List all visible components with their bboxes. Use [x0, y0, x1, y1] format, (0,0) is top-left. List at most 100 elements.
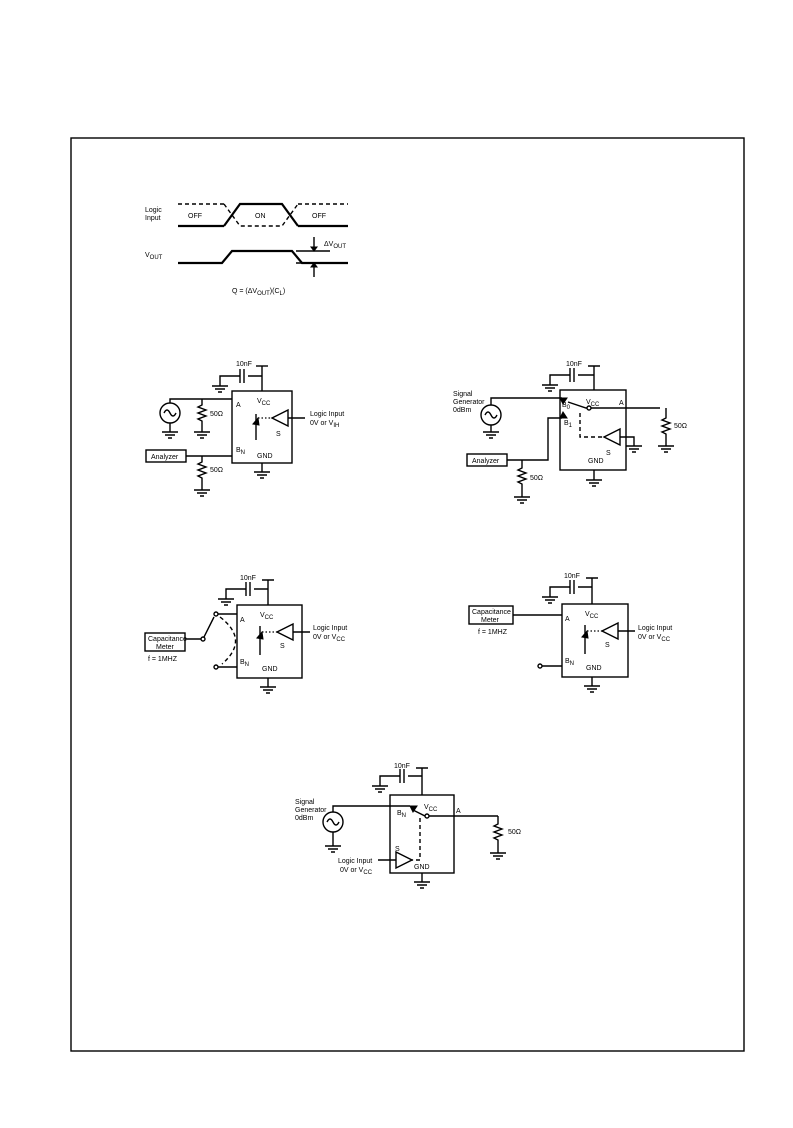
- c1-cap-ground: [212, 385, 228, 393]
- c4-a-label: A: [565, 616, 570, 623]
- c2-sine-icon: [484, 411, 498, 419]
- c3-s-label: S: [280, 643, 285, 650]
- c5-gen-label-2: Generator: [295, 807, 327, 814]
- c1-box-ground: [254, 463, 270, 479]
- c2-load-label: 50Ω: [674, 423, 687, 430]
- c3-selector-pivot: [200, 636, 206, 642]
- c5-cap: [379, 769, 422, 786]
- c2-vcc-line: [588, 365, 600, 390]
- c1-cap-label: 10nF: [236, 361, 252, 368]
- c1-s-label: S: [276, 431, 281, 438]
- page-frame: [70, 137, 745, 1052]
- c4-vcc-line: [586, 577, 598, 604]
- c2-b0-label: B0: [562, 402, 571, 411]
- c2-cap: [549, 368, 594, 385]
- delta-vout-arrowheads: [310, 246, 318, 268]
- c5-load-resistor: [490, 816, 506, 860]
- c1-r2-label: 50Ω: [210, 467, 223, 474]
- c4-s-label: S: [605, 642, 610, 649]
- circuit-5: 10nF BN VCC A S GND Logic Input 0V or VC…: [295, 763, 521, 889]
- c5-cap-ground: [372, 785, 388, 793]
- c3-switch-contact: [256, 630, 264, 640]
- off-label-2: OFF: [312, 213, 326, 220]
- c3-terminal-wires: [216, 613, 237, 668]
- c2-switch-node: [586, 405, 592, 411]
- c2-gen-label-2: Generator: [453, 399, 485, 406]
- c4-freq: f = 1MHZ: [478, 629, 508, 636]
- c5-vcc-line: [416, 767, 428, 795]
- c3-switch-box: [236, 604, 303, 679]
- c3-gnd-label: GND: [262, 666, 278, 673]
- c4-gnd-label: GND: [586, 665, 602, 672]
- c5-vcc-label: VCC: [424, 804, 438, 813]
- c1-bn-label: BN: [236, 447, 245, 456]
- c1-source-wiring: [162, 398, 232, 439]
- c3-meter-label-1: Capacitance: [148, 636, 187, 643]
- off-label-1: OFF: [188, 213, 202, 220]
- c3-terminal-bn: [213, 664, 219, 670]
- circuit-4: 10nF A VCC BN GND S Logic Input 0V or VC…: [468, 573, 672, 693]
- c3-bn-label: BN: [240, 659, 249, 668]
- c4-bn-label: BN: [565, 658, 574, 667]
- c4-vcc-label: VCC: [585, 611, 599, 620]
- c3-logic-input: Logic Input: [313, 625, 347, 632]
- c5-switch-node: [424, 813, 430, 819]
- c2-box-ground: [586, 470, 602, 487]
- c4-logic-level: 0V or VCC: [638, 634, 671, 643]
- c3-cap-label: 10nF: [240, 575, 256, 582]
- c2-control-link: [579, 413, 604, 438]
- c4-bn-terminal: [537, 663, 543, 669]
- c2-b0-contact: [559, 397, 568, 405]
- c1-switch-contact: [252, 416, 260, 426]
- c5-gnd-label: GND: [414, 864, 430, 871]
- timing-logic-label-2: Input: [145, 215, 161, 222]
- c4-switch-box: [561, 603, 629, 678]
- c3-box-ground: [260, 678, 276, 694]
- c4-cap-ground: [542, 596, 558, 604]
- c5-gen-label-3: 0dBm: [295, 815, 313, 822]
- c3-buffer: [275, 622, 310, 642]
- c1-analyzer-label: Analyzer: [151, 454, 179, 461]
- c2-cap-label: 10nF: [566, 361, 582, 368]
- c2-switch-arm: [567, 401, 660, 409]
- c1-vcc-label: VCC: [257, 398, 271, 407]
- c5-box-ground: [414, 873, 430, 889]
- delta-vout-label: ΔVOUT: [324, 241, 346, 250]
- c1-switch-box: [231, 390, 293, 464]
- c2-cap-ground: [542, 384, 558, 392]
- c5-logic-level: 0V or VCC: [340, 867, 373, 876]
- c4-meter-label-1: Capacitance: [472, 609, 511, 616]
- c4-meter-label-2: Meter: [481, 617, 500, 624]
- c5-logic-input: Logic Input: [338, 858, 372, 865]
- c2-s-label: S: [606, 450, 611, 457]
- c2-a-label: A: [619, 400, 624, 407]
- c2-r2-label: 50Ω: [530, 475, 543, 482]
- c2-r2: [514, 460, 530, 504]
- c4-box-ground: [584, 677, 600, 693]
- c2-source-wiring: [483, 397, 562, 439]
- c1-r1-label: 50Ω: [210, 411, 223, 418]
- c2-b1-label: B1: [564, 420, 573, 429]
- c3-selector-arc: [219, 616, 237, 665]
- c3-terminal-a: [213, 611, 219, 617]
- c3-cap-ground: [218, 598, 234, 606]
- timing-logic-label-1: Logic: [145, 207, 162, 214]
- c3-meter-label-2: Meter: [156, 644, 175, 651]
- c2-analyzer-label: Analyzer: [472, 458, 500, 465]
- c1-logic-level: 0V or VIH: [310, 420, 339, 429]
- circuit-2: 10nF VCC A B0 B1 GND S 50Ω Signal Genera…: [453, 361, 687, 504]
- c1-gnd-label: GND: [257, 453, 273, 460]
- c5-control-link: [412, 818, 421, 861]
- c5-sine-icon: [326, 818, 340, 826]
- c1-r1: [194, 399, 210, 439]
- c4-logic-input: Logic Input: [638, 625, 672, 632]
- circuit-3: 10nF A VCC BN GND S Logic Input 0V or VC…: [144, 575, 347, 694]
- c3-logic-level: 0V or VCC: [313, 634, 346, 643]
- c4-switch-contact: [581, 629, 589, 639]
- c5-bn-label: BN: [397, 810, 406, 819]
- c5-load-label: 50Ω: [508, 829, 521, 836]
- c1-sine-icon: [163, 409, 177, 417]
- c5-source-wiring: [325, 805, 410, 853]
- c5-switch-box: [389, 794, 455, 874]
